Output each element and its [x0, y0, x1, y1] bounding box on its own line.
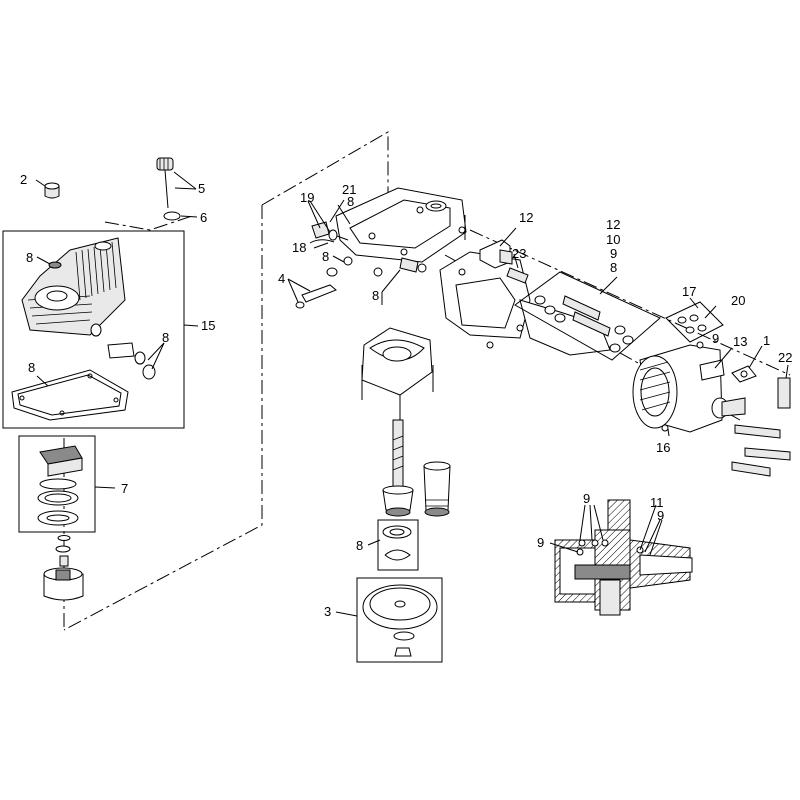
part-5-dipstick [156, 157, 174, 209]
callout-8-center-mid: 8 [322, 249, 329, 264]
callout-9-section-top: 9 [583, 491, 590, 506]
part-23-bolt [506, 267, 529, 284]
part-7-box [18, 435, 96, 533]
callout-2: 2 [20, 172, 27, 187]
part-3-pulley [362, 584, 438, 657]
callout-8-head-side: 8 [162, 330, 169, 345]
callout-9-section-right: 9 [657, 508, 664, 523]
callout-8-kit: 8 [610, 260, 617, 275]
part-1-link [731, 365, 757, 383]
callout-4: 4 [278, 271, 285, 286]
center-dashdot-guides [63, 131, 389, 631]
callout-7: 7 [121, 481, 128, 496]
callout-10: 10 [606, 232, 620, 247]
kit-17-20-9 [665, 301, 724, 343]
lower-coupling [43, 535, 84, 601]
callout-1: 1 [763, 333, 770, 348]
part-7-bearing-stack [37, 445, 83, 526]
callout-19: 19 [300, 190, 314, 205]
callout-12-bracket: 12 [519, 210, 533, 225]
callout-21: 21 [342, 182, 356, 197]
callout-17: 17 [682, 284, 696, 299]
head-gasket [11, 369, 129, 421]
callout-23: 23 [512, 246, 526, 261]
callout-8-seal-box: 8 [356, 538, 363, 553]
center-lower-cover [361, 327, 434, 420]
part-15-box [2, 230, 185, 429]
main-housing [439, 251, 611, 356]
part-8-fittings-center [343, 256, 427, 277]
part-22-bolts [731, 377, 791, 477]
callout-12-kit: 12 [606, 217, 620, 232]
part-4-lever [295, 267, 338, 309]
callout-9-right: 9 [712, 331, 719, 346]
callout-11: 11 [650, 495, 664, 510]
part-12-bracket [479, 239, 513, 269]
cross-section-detail [554, 499, 693, 616]
callout-16: 16 [656, 440, 670, 455]
parts-18-19-21 [309, 221, 349, 244]
part-8-box [377, 519, 419, 571]
callout-5: 5 [198, 181, 205, 196]
callout-8-gasket: 8 [28, 360, 35, 375]
callout-8-center-top: 8 [347, 194, 354, 209]
center-housing [335, 187, 467, 263]
callout-9-section-left: 9 [537, 535, 544, 550]
part-6-seal [163, 211, 181, 221]
part-3-box [356, 577, 443, 663]
callout-13: 13 [733, 334, 747, 349]
callout-9-kit: 9 [610, 246, 617, 261]
callout-20: 20 [731, 293, 745, 308]
part-2-cap [44, 182, 60, 199]
callout-3: 3 [324, 604, 331, 619]
callout-8-center-low: 8 [372, 288, 379, 303]
callout-15: 15 [201, 318, 215, 333]
cylinder-head [21, 237, 135, 359]
center-filter [423, 461, 451, 517]
callout-22: 22 [778, 350, 792, 365]
callout-8-head-top: 8 [26, 250, 33, 265]
part-8-oring-a [134, 351, 146, 365]
kit-8-9-10-12 [514, 271, 661, 361]
center-shaft [382, 419, 414, 517]
callout-6: 6 [200, 210, 207, 225]
motor-assembly [632, 341, 746, 433]
callout-18: 18 [292, 240, 306, 255]
